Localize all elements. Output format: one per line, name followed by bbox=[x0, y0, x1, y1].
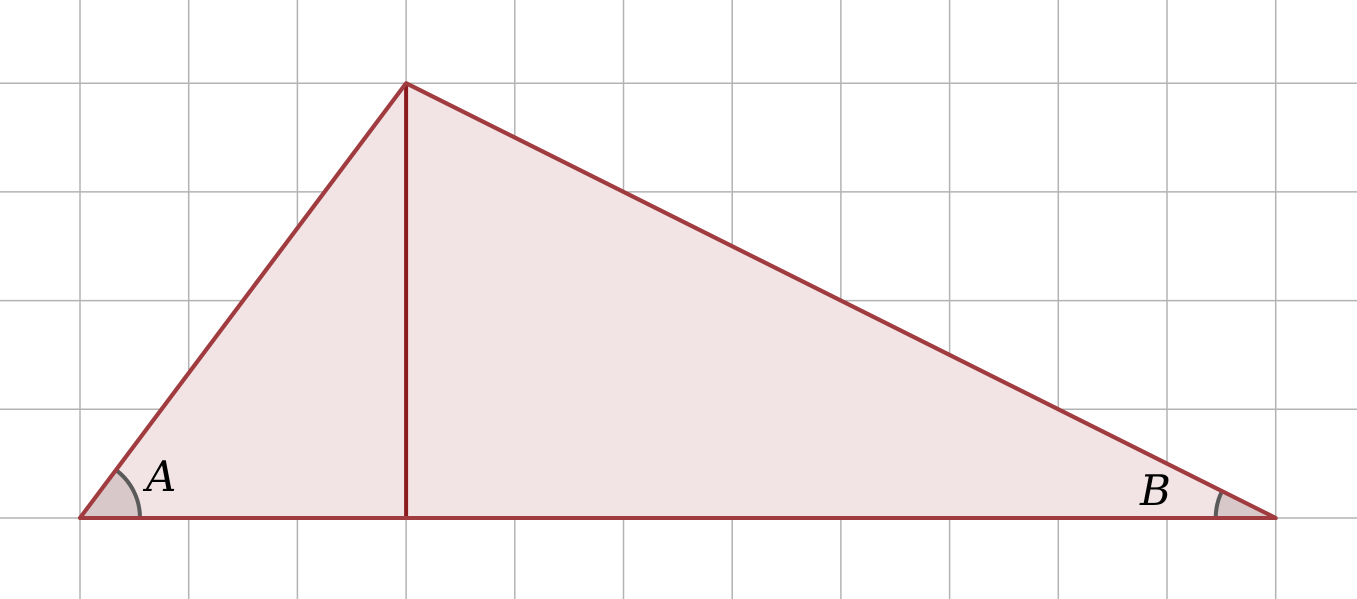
triangle-outline bbox=[78, 81, 1278, 520]
angle-b-label: B bbox=[1139, 466, 1171, 515]
angle-a-marker bbox=[80, 470, 140, 518]
angle-a-arc bbox=[114, 468, 142, 519]
angle-a-label: A bbox=[142, 452, 176, 501]
